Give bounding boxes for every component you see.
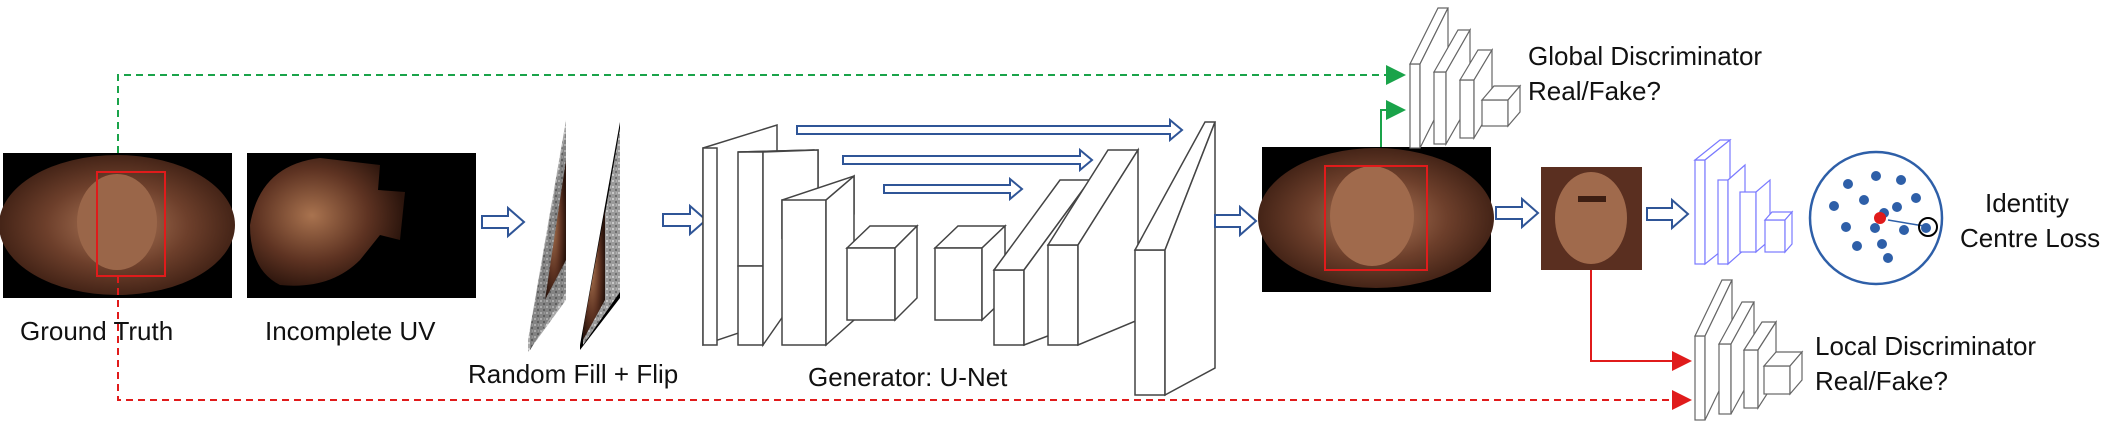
incomplete-uv-image [247, 153, 476, 298]
ground-truth-image [0, 153, 235, 298]
global-gt-path [117, 65, 1406, 153]
label-global-disc-line1: Global Discriminator [1528, 41, 1762, 71]
block-arrow-icon [1495, 196, 1540, 230]
label-global-disc-line2: Real/Fake? [1528, 76, 1661, 106]
local-gt-path [117, 270, 1692, 410]
identity-cluster-icon [1808, 150, 1944, 286]
label-generator: Generator: U-Net [808, 362, 1008, 392]
label-local-disc-line1: Local Discriminator [1815, 331, 2036, 361]
identity-network [1693, 138, 1794, 266]
local-discriminator-network [1694, 279, 1804, 421]
label-ground-truth: Ground Truth [20, 316, 173, 346]
random-fill-flip-images [528, 120, 620, 352]
label-local-disc-line2: Real/Fake? [1815, 366, 1948, 396]
skip-connections [796, 117, 1184, 202]
block-arrow-icon [1214, 204, 1258, 238]
block-arrow-icon [481, 205, 526, 239]
label-identity-line1: Identity [1985, 188, 2069, 218]
generated-uv-image [1258, 147, 1494, 292]
label-identity-line2: Centre Loss [1960, 223, 2100, 253]
block-arrow-icon [662, 203, 708, 237]
generator-unet [702, 121, 1217, 397]
local-face-crop-image [1541, 167, 1642, 270]
label-incomplete-uv: Incomplete UV [265, 316, 436, 346]
label-random-fill-flip: Random Fill + Flip [468, 359, 678, 389]
block-arrow-icon [1646, 197, 1690, 231]
global-discriminator-network [1409, 7, 1522, 149]
